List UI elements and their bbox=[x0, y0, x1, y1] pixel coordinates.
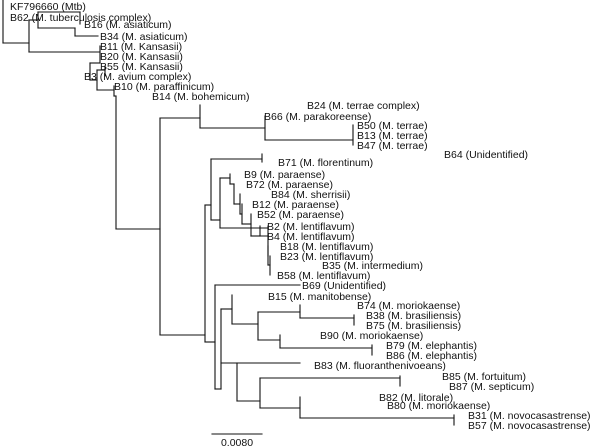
tree-leaf-label: B31 (M. novocasastrense) bbox=[468, 410, 591, 422]
tree-leaf-label: B35 (M. intermedium) bbox=[322, 260, 423, 272]
tree-branches bbox=[2, 0, 455, 426]
tree-leaf-label: B82 (M. litorale) bbox=[379, 392, 453, 404]
tree-leaf-label: B72 (M. paraense) bbox=[246, 179, 333, 191]
tree-leaf-label: B86 (M. elephantis) bbox=[386, 350, 477, 362]
tree-leaf-label: B10 (M. paraffinicum) bbox=[114, 81, 214, 93]
tree-leaf-label: B58 (M. lentiflavum) bbox=[277, 270, 370, 282]
tree-leaf-label: B90 (M. moriokaense) bbox=[320, 330, 423, 342]
tree-leaf-label: B38 (M. brasiliensis) bbox=[366, 310, 461, 322]
tree-leaf-label: B57 (M. novocasastrense) bbox=[468, 420, 591, 432]
tree-leaf-label: B50 (M. terrae) bbox=[357, 120, 428, 132]
tree-leaf-label: B55 (M. Kansasii) bbox=[100, 61, 183, 73]
scale-bar-label: 0.0080 bbox=[221, 437, 253, 448]
tree-leaf-label: B12 (M. paraense) bbox=[252, 199, 339, 211]
tree-leaf-label: B20 (M. Kansasii) bbox=[100, 51, 183, 63]
tree-leaf-label: B13 (M. terrae) bbox=[357, 130, 428, 142]
tree-leaf-label: B64 (Unidentified) bbox=[444, 149, 528, 161]
tree-leaf-label: B62 (M. tuberculosis complex) bbox=[10, 12, 151, 24]
tree-leaf-label: B83 (M. fluoranthenivoeans) bbox=[314, 360, 446, 372]
tree-leaf-label: B69 (Unidentified) bbox=[302, 280, 386, 292]
tree-leaf-labels: KF796660 (Mtb)B62 (M. tuberculosis compl… bbox=[10, 1, 591, 432]
tree-leaf-label: B47 (M. terrae) bbox=[357, 140, 428, 152]
tree-leaf-label: B14 (M. bohemicum) bbox=[152, 91, 249, 103]
tree-leaf-label: B71 (M. florentinum) bbox=[278, 157, 373, 169]
scale-bar: 0.0080 bbox=[211, 433, 263, 448]
tree-leaf-label: B87 (M. septicum) bbox=[449, 381, 534, 393]
tree-leaf-label: B75 (M. brasiliensis) bbox=[366, 320, 461, 332]
tree-leaf-label: B11 (M. Kansasii) bbox=[100, 41, 182, 53]
tree-leaf-label: B84 (M. sherrisii) bbox=[271, 189, 350, 201]
tree-leaf-label: B74 (M. moriokaense) bbox=[357, 300, 460, 312]
tree-leaf-label: B66 (M. parakoreense) bbox=[264, 111, 371, 123]
tree-leaf-label: KF796660 (Mtb) bbox=[10, 1, 86, 13]
tree-leaf-label: B15 (M. manitobense) bbox=[268, 291, 371, 303]
tree-leaf-label: B2 (M. lentiflavum) bbox=[267, 221, 355, 233]
tree-leaf-label: B23 (M. lentiflavum) bbox=[280, 251, 373, 263]
tree-leaf-label: B85 (M. fortuitum) bbox=[442, 371, 526, 383]
tree-leaf-label: B9 (M. paraense) bbox=[244, 169, 325, 181]
tree-leaf-label: B79 (M. elephantis) bbox=[386, 340, 477, 352]
tree-leaf-label: B34 (M. asiaticum) bbox=[100, 31, 188, 43]
tree-leaf-label: B24 (M. terrae complex) bbox=[307, 100, 420, 112]
tree-leaf-label: B3 (M. avium complex) bbox=[84, 71, 191, 83]
tree-leaf-label: B52 (M. paraense) bbox=[257, 209, 344, 221]
tree-leaf-label: B16 (M. asiaticum) bbox=[84, 19, 172, 31]
tree-leaf-label: B80 (M. moriokaense) bbox=[387, 400, 490, 412]
tree-leaf-label: B18 (M. lentiflavum) bbox=[280, 241, 373, 253]
tree-leaf-label: B4 (M. lentiflavum) bbox=[267, 231, 355, 243]
